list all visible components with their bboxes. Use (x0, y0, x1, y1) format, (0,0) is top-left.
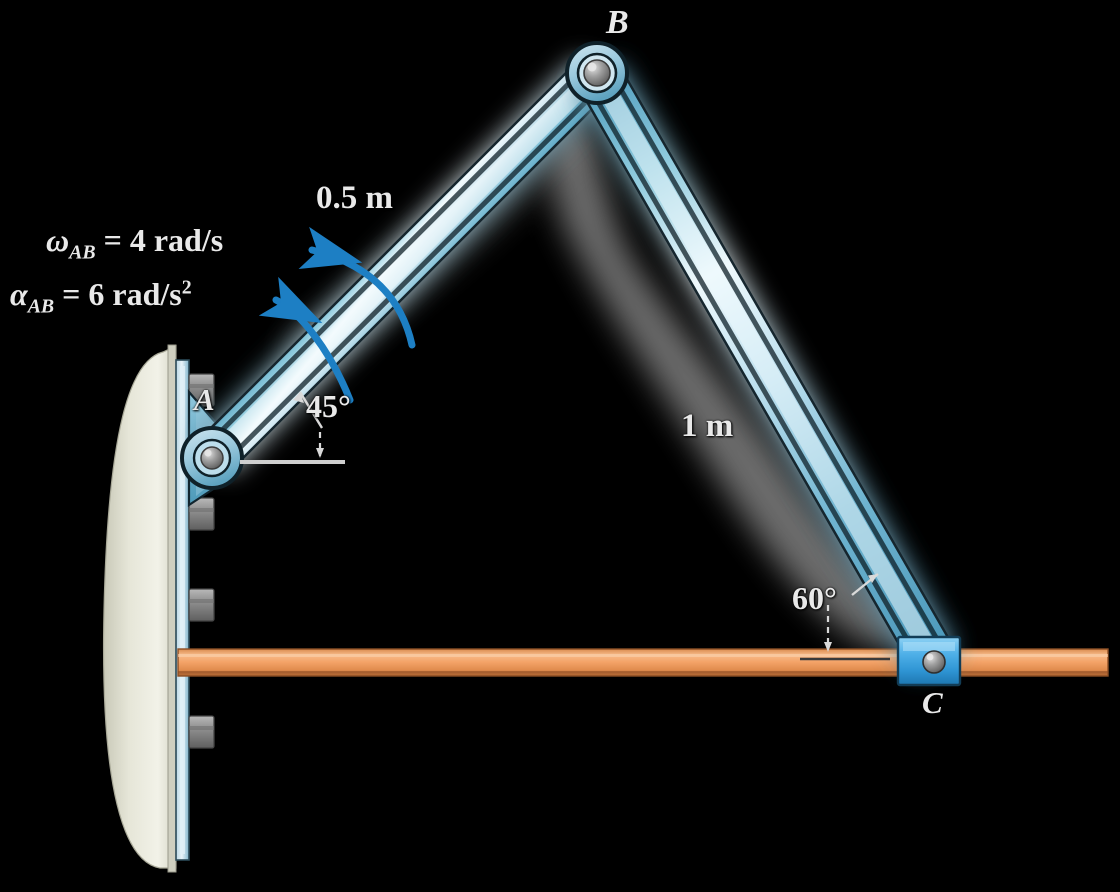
pin-joint-a (180, 426, 244, 490)
label-point-c: C (922, 685, 943, 720)
alpha-subscript: AB (27, 295, 55, 318)
curved-arrow-icon (298, 226, 416, 349)
label-length-ab: 0.5 m (316, 180, 393, 216)
wall-panel-face (102, 345, 177, 869)
label-length-bc: 1 m (681, 408, 734, 444)
curved-arrow-icon (258, 276, 354, 404)
label-point-b: B (606, 4, 629, 41)
label-angular-velocity: ωAB = 4 rad/s (46, 222, 223, 264)
horizontal-rod (177, 648, 1109, 677)
wall-mount-plate-inner (180, 366, 185, 854)
link-bc (578, 63, 955, 673)
label-point-a: A (194, 382, 215, 417)
omega-symbol: ω (46, 222, 70, 258)
pin-joint-b (565, 41, 629, 105)
label-angle-c: 60° (792, 580, 837, 616)
alpha-exponent: 2 (181, 276, 192, 299)
label-angle-a: 45° (306, 388, 351, 424)
bolt-icon (188, 715, 215, 749)
omega-equation: = 4 rad/s (103, 222, 224, 258)
bolt-icon (188, 588, 215, 622)
wall-assembly (102, 344, 215, 873)
angle-c-indicator (800, 573, 890, 661)
link-ab (198, 59, 611, 472)
alpha-symbol: α (10, 276, 28, 312)
angle-a-indicator (293, 391, 324, 458)
bolt-icon (188, 497, 215, 531)
omega-subscript: AB (69, 241, 96, 264)
alpha-equation: = 6 rad/s (62, 276, 182, 312)
label-angular-acceleration: αAB = 6 rad/s2 (10, 276, 192, 318)
wall-panel-edge (167, 344, 177, 873)
slider-block-c (896, 635, 962, 687)
